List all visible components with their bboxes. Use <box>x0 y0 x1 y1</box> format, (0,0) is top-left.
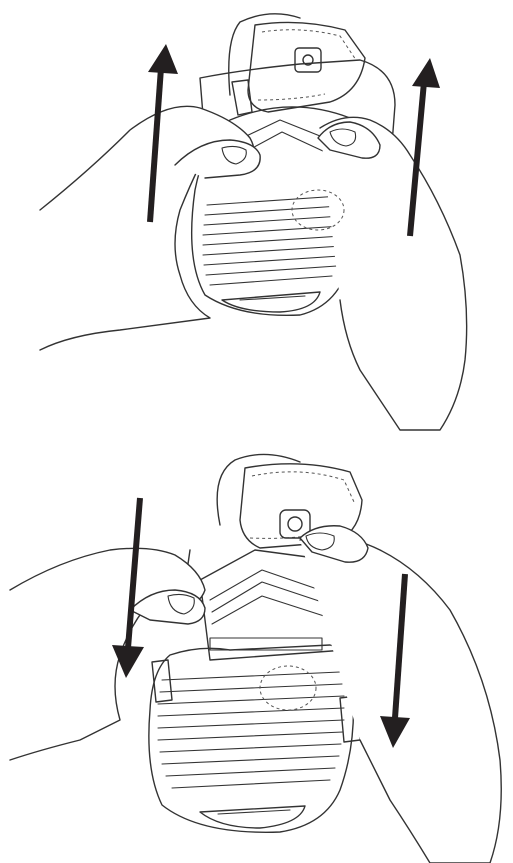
lift-illustration <box>0 0 513 436</box>
left-hand <box>10 548 205 760</box>
wire-loop <box>217 454 300 525</box>
right-hand <box>320 117 467 430</box>
instruction-panel-lift <box>0 0 513 436</box>
right-hand <box>300 537 501 863</box>
filter-grille <box>203 196 342 285</box>
instruction-panel-lower <box>0 440 513 863</box>
bottom-valve <box>200 806 305 828</box>
buckle <box>295 48 321 72</box>
chevron <box>238 120 330 140</box>
lower-illustration <box>0 440 513 863</box>
wire-loop <box>229 14 300 95</box>
